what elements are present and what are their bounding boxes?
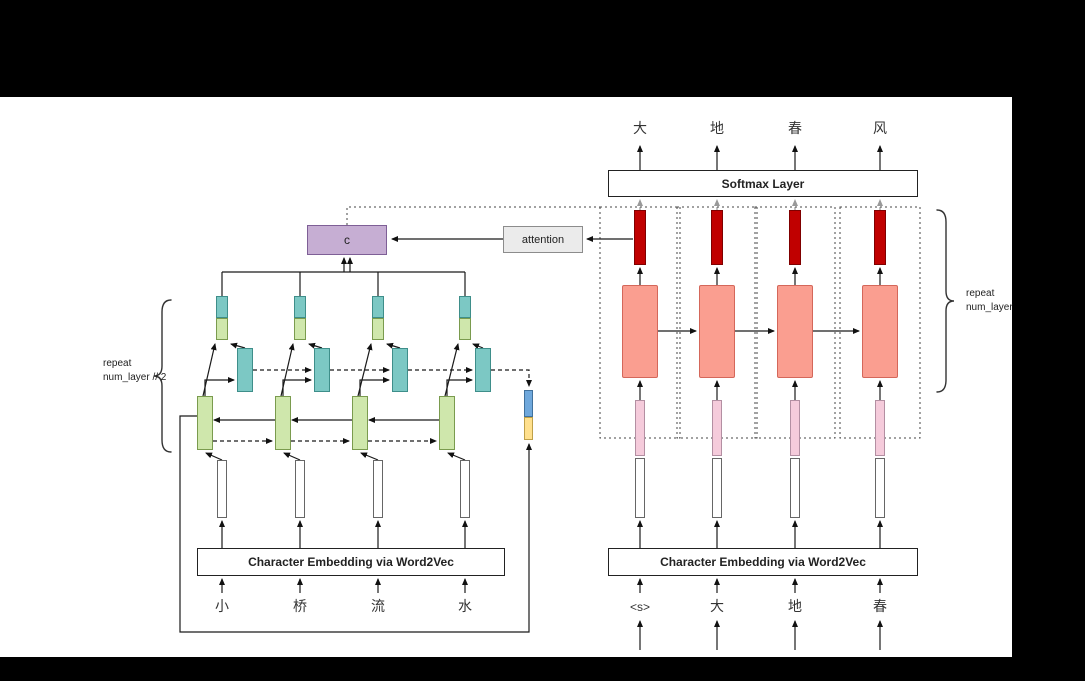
encoder-repeat-label-line2: num_layer // 2 — [103, 372, 167, 383]
decoder-rnn-cell — [777, 285, 813, 378]
decoder-input-char-2: 大 — [710, 598, 724, 614]
attention-label: attention — [521, 233, 565, 246]
decoder-embedding-bar — [875, 458, 885, 518]
encoder-embedding-label: Character Embedding via Word2Vec — [248, 555, 454, 569]
encoder-layer2-cell — [314, 348, 330, 392]
attention-box: attention — [503, 226, 583, 253]
decoder-logit-bar — [711, 210, 723, 265]
encoder-concat-state-top — [372, 296, 384, 318]
encoder-layer2-cell — [237, 348, 253, 392]
decoder-input-char-3: 地 — [788, 598, 802, 614]
encoder-embedding-bar — [373, 460, 383, 518]
encoder-concat-state-top — [459, 296, 471, 318]
encoder-layer1-cell — [197, 396, 213, 450]
softmax-layer-box: Softmax Layer — [608, 170, 918, 197]
encoder-repeat-label-line1: repeat — [103, 358, 132, 369]
encoder-concat-state-top — [294, 296, 306, 318]
decoder-rnn-cell — [699, 285, 735, 378]
decoder-output-char-2: 地 — [710, 120, 724, 136]
decoder-logit-bar — [634, 210, 646, 265]
decoder-repeat-label-line2: num_layer — [966, 302, 1013, 313]
decoder-rnn-cell — [862, 285, 898, 378]
decoder-rnn-cell — [622, 285, 658, 378]
encoder-input-char-4: 水 — [458, 598, 472, 614]
decoder-input-char-4: 春 — [873, 598, 887, 614]
softmax-layer-label: Softmax Layer — [721, 176, 805, 191]
decoder-embedding-bar-pink — [875, 400, 885, 456]
encoder-concat-state-bottom — [459, 318, 471, 340]
decoder-embedding-bar-pink — [635, 400, 645, 456]
encoder-embedding-bar — [217, 460, 227, 518]
decoder-embedding-label: Character Embedding via Word2Vec — [660, 555, 866, 569]
encoder-layer1-cell — [275, 396, 291, 450]
encoder-concat-state-bottom — [372, 318, 384, 340]
encoder-input-char-1: 小 — [215, 598, 229, 614]
encoder-embedding-bar — [295, 460, 305, 518]
decoder-logit-bar — [789, 210, 801, 265]
encoder-layer1-cell — [352, 396, 368, 450]
decoder-embedding-box: Character Embedding via Word2Vec — [608, 548, 918, 576]
state-bar-yellow — [524, 417, 533, 440]
state-bar-blue — [524, 390, 533, 417]
decoder-embedding-bar — [712, 458, 722, 518]
encoder-layer2-cell — [475, 348, 491, 392]
decoder-logit-bar — [874, 210, 886, 265]
encoder-layer1-cell — [439, 396, 455, 450]
encoder-input-char-2: 桥 — [293, 598, 307, 614]
encoder-concat-state-bottom — [216, 318, 228, 340]
encoder-input-char-3: 流 — [371, 598, 385, 614]
decoder-output-char-4: 风 — [873, 120, 887, 136]
encoder-concat-state-bottom — [294, 318, 306, 340]
context-label: c — [344, 233, 350, 247]
decoder-repeat-label-line1: repeat — [966, 288, 995, 299]
decoder-output-char-1: 大 — [633, 120, 647, 136]
decoder-embedding-bar — [635, 458, 645, 518]
encoder-embedding-bar — [460, 460, 470, 518]
decoder-input-token-1: <s> — [629, 600, 650, 614]
encoder-concat-state-top — [216, 296, 228, 318]
decoder-embedding-bar-pink — [712, 400, 722, 456]
decoder-embedding-bar-pink — [790, 400, 800, 456]
encoder-embedding-box: Character Embedding via Word2Vec — [197, 548, 505, 576]
decoder-embedding-bar — [790, 458, 800, 518]
context-box: c — [307, 225, 387, 255]
decoder-output-char-3: 春 — [788, 120, 802, 136]
encoder-layer2-cell — [392, 348, 408, 392]
